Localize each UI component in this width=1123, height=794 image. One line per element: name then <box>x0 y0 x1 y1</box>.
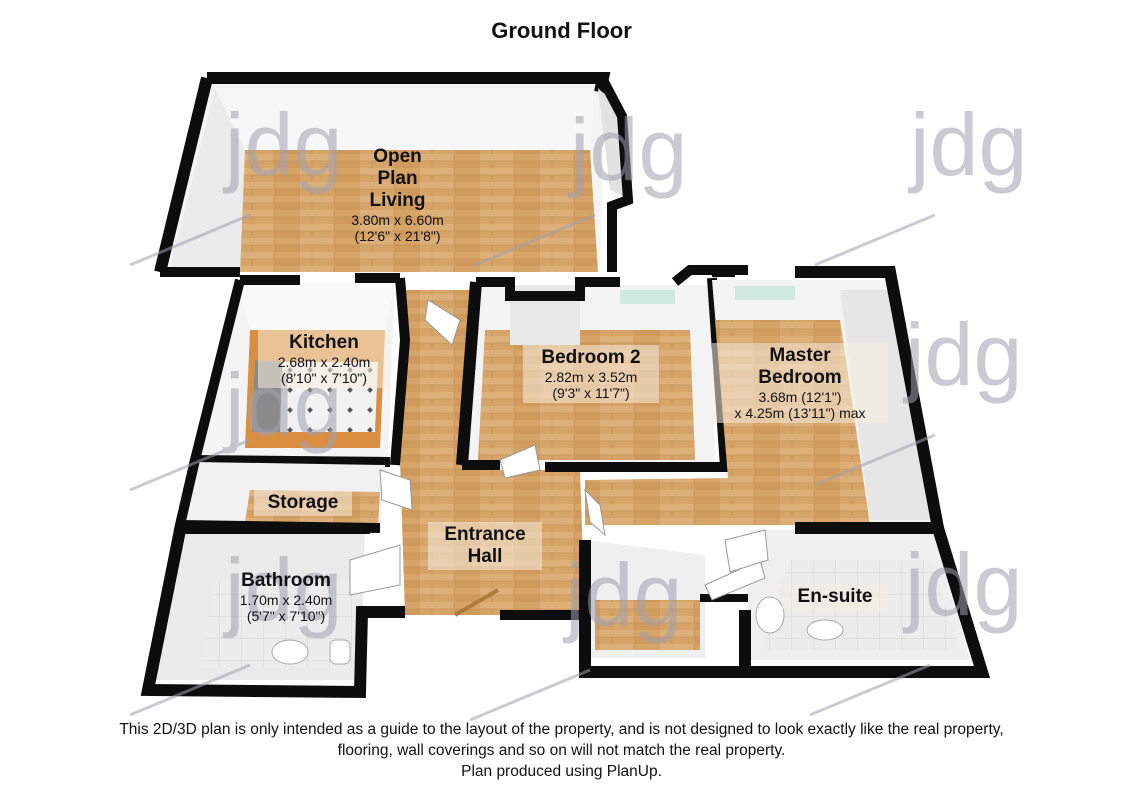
living-imperial: (12'6" x 21'8") <box>354 227 441 244</box>
watermark-logo: jdg <box>222 95 342 194</box>
master-metric: 3.68m (12'1") <box>758 388 842 405</box>
master-imperial: x 4.25m (13'11") max <box>734 404 866 421</box>
watermark-logos: jdg jdg jdg jdg jdg jdg jdg jdg <box>129 95 1027 722</box>
chimney-breast <box>598 77 634 272</box>
hall-label: Entrance Hall <box>428 522 542 570</box>
bathroom-label: Bathroom 1.70m x 2.40m (5'7" x 7'10") <box>222 570 350 624</box>
watermark-logo: jdg <box>902 535 1022 634</box>
master-name-line2: Bedroom <box>758 366 842 388</box>
watermark-logo: jdg <box>562 545 682 644</box>
disclaimer: This 2D/3D plan is only intended as a gu… <box>20 720 1103 783</box>
watermark-logo: jdg <box>907 95 1027 194</box>
bathroom-imperial: (5'7" x 7'10") <box>246 607 326 624</box>
storage-name: Storage <box>267 492 339 513</box>
living-label: Open Plan Living 3.80m x 6.60m (12'6" x … <box>330 146 465 244</box>
living-name-line3: Living <box>369 189 426 211</box>
bedroom-2-metric: 2.82m x 3.52m <box>544 368 638 385</box>
kitchen-label: Kitchen 2.68m x 2.40m (8'10" x 7'10") <box>258 330 390 389</box>
bathroom-metric: 1.70m x 2.40m <box>239 591 333 608</box>
living-name-line2: Plan <box>377 167 418 189</box>
bedroom-2-label: Bedroom 2 2.82m x 3.52m (9'3" x 11'7") <box>523 345 659 404</box>
bedroom-2-imperial: (9'3" x 11'7") <box>552 384 630 401</box>
disclaimer-line-3: Plan produced using PlanUp. <box>461 762 662 780</box>
bedroom-2-name: Bedroom 2 <box>541 347 641 368</box>
disclaimer-line-1: This 2D/3D plan is only intended as a gu… <box>119 721 1004 738</box>
bathroom-name: Bathroom <box>241 570 331 591</box>
kitchen-imperial: (8'10" x 7'10") <box>280 369 368 386</box>
watermark-logo: jdg <box>567 100 687 199</box>
watermark-logo: jdg <box>222 540 342 639</box>
hall-name-line2: Hall <box>467 545 503 567</box>
storage-label: Storage <box>254 490 352 516</box>
hall-name-line1: Entrance <box>444 524 526 545</box>
living-name-line1: Open <box>373 146 422 167</box>
watermark-logo: jdg <box>902 305 1022 404</box>
master-bedroom-label: Master Bedroom 3.68m (12'1") x 4.25m (13… <box>712 343 888 423</box>
bathroom-room <box>140 526 405 699</box>
doors <box>349 299 769 617</box>
kitchen-name: Kitchen <box>289 332 359 353</box>
kitchen-metric: 2.68m x 2.40m <box>277 353 371 370</box>
master-name-line1: Master <box>769 345 831 366</box>
en-suite-label: En-suite <box>782 584 888 610</box>
living-metric: 3.80m x 6.60m <box>351 211 444 228</box>
disclaimer-line-2: flooring, wall coverings and so on will … <box>337 741 786 759</box>
en-suite-name: En-suite <box>797 586 873 607</box>
floor-title: Ground Floor <box>491 18 632 43</box>
